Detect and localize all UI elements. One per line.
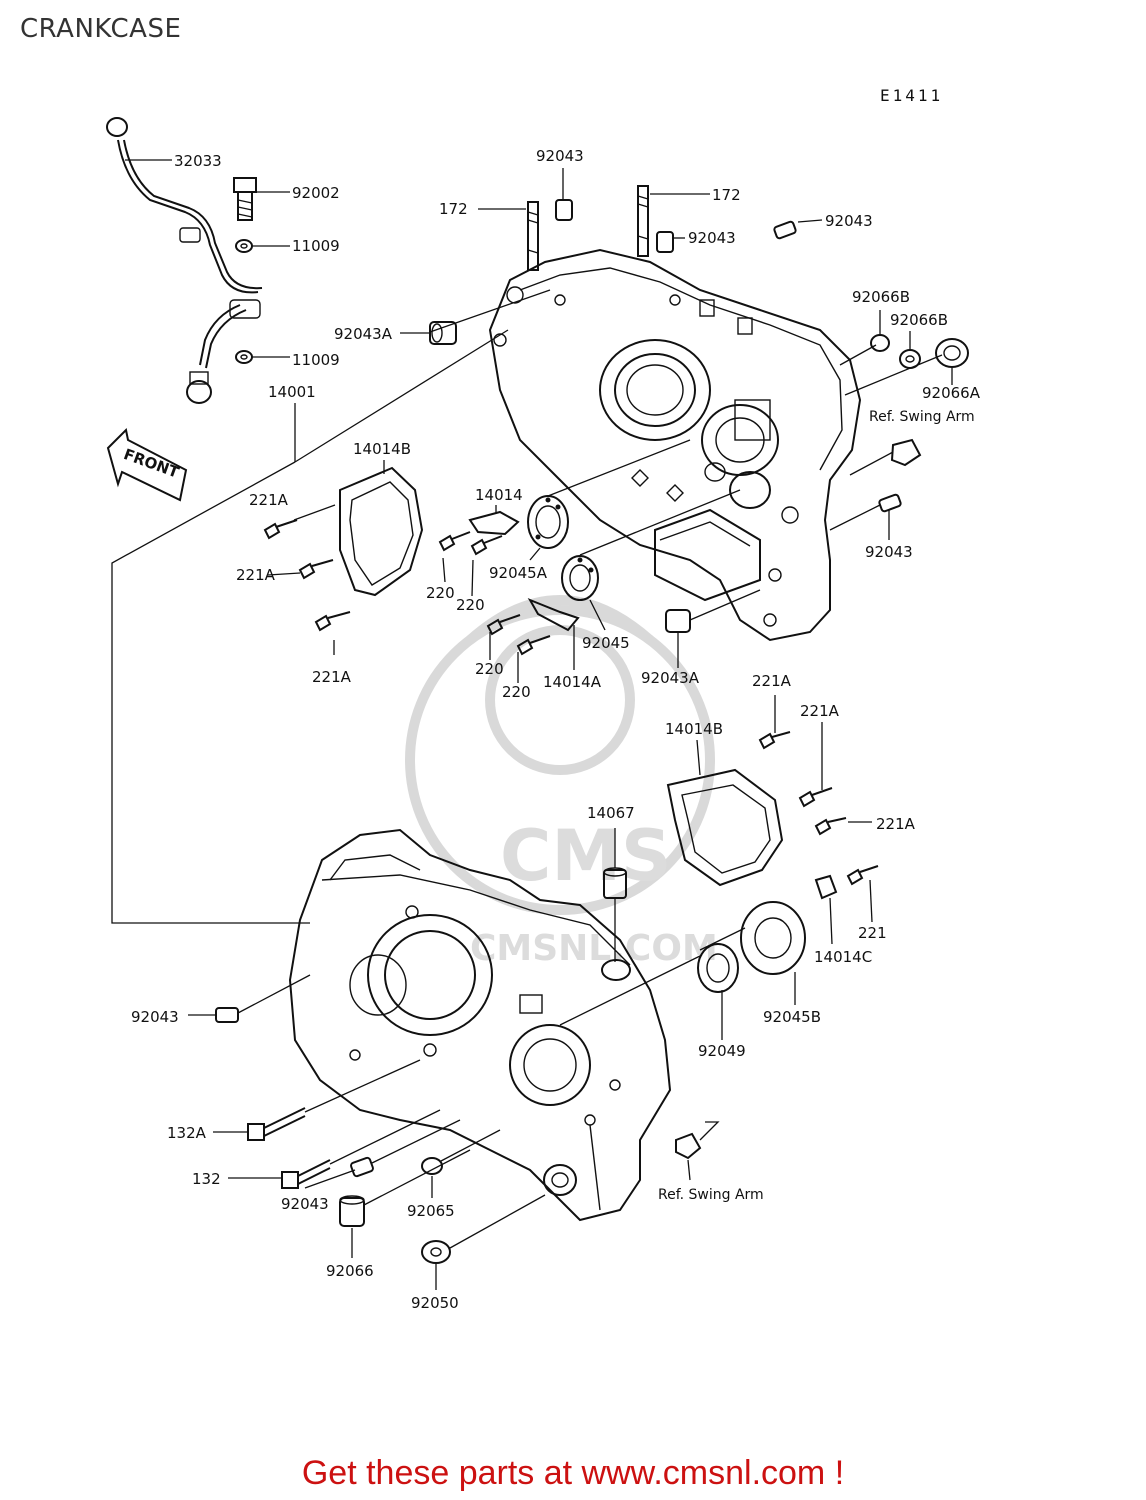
label-14014A: 14014A xyxy=(543,673,602,691)
pivot-cap-bottom xyxy=(675,1132,702,1160)
dowel-92043-mid xyxy=(656,231,674,253)
screws-221A-221-lower xyxy=(758,731,879,886)
front-arrow: FRONT xyxy=(106,427,188,502)
label-92043-low: 92043 xyxy=(131,1008,179,1026)
label-221A-6: 221A xyxy=(876,815,916,833)
label-14001: 14001 xyxy=(268,383,316,401)
label-221: 221 xyxy=(858,924,887,942)
leader-lines xyxy=(111,159,953,1290)
label-92066B-a: 92066B xyxy=(852,288,910,306)
bearing-92045 xyxy=(561,555,599,601)
part-labels: 32033 92002 11009 11009 14001 92043 172 … xyxy=(131,147,981,1312)
label-92066A: 92066A xyxy=(922,384,981,402)
label-92049: 92049 xyxy=(698,1042,746,1060)
washer-92065 xyxy=(421,1157,443,1175)
label-92043A-top: 92043A xyxy=(334,325,393,343)
watermark-subtext: CMSNL.COM xyxy=(470,928,718,969)
bearing-92045A xyxy=(527,495,569,549)
exploded-parts-diagram: CMS CMSNL.COM xyxy=(106,117,981,1312)
label-92043-top: 92043 xyxy=(536,147,584,165)
label-92065: 92065 xyxy=(407,1202,455,1220)
label-221A-3: 221A xyxy=(312,668,352,686)
label-92066B-b: 92066B xyxy=(890,311,948,329)
label-92043-mid: 92043 xyxy=(688,229,736,247)
bolt-132 xyxy=(281,1159,331,1189)
screws-221A-220-upper xyxy=(263,519,551,656)
watermark-text: CMS xyxy=(500,815,671,897)
oil-pipe-32033 xyxy=(106,117,263,404)
diagram-code: E1411 xyxy=(880,86,944,105)
label-221A-2: 221A xyxy=(236,566,276,584)
bearing-92045B xyxy=(740,901,806,975)
label-132: 132 xyxy=(192,1170,221,1188)
spacers-92066B xyxy=(870,334,921,369)
washer-11009-top xyxy=(235,239,253,253)
label-132A: 132A xyxy=(167,1124,207,1142)
dowel-92043-top xyxy=(555,199,573,221)
crankcase-left-half xyxy=(288,828,672,1222)
label-220-4: 220 xyxy=(502,683,531,701)
label-92066: 92066 xyxy=(326,1262,374,1280)
label-ref-swing-arm-top: Ref. Swing Arm xyxy=(869,409,975,425)
collar-92043A-top xyxy=(429,321,457,345)
bolt-132A xyxy=(247,1107,306,1141)
washer-92050 xyxy=(421,1240,451,1264)
dowel-92043-right xyxy=(773,220,797,240)
label-92050: 92050 xyxy=(411,1294,459,1312)
stud-172-right xyxy=(637,185,649,257)
banjo-bolt-92002 xyxy=(233,177,257,221)
seal-92066A xyxy=(935,338,969,368)
label-14014B-bottom: 14014B xyxy=(665,720,723,738)
label-172-right: 172 xyxy=(712,186,741,204)
washer-11009-bottom xyxy=(235,350,253,364)
footer-link-text[interactable]: Get these parts at www.cmsnl.com ! xyxy=(301,1454,845,1492)
label-14067: 14067 xyxy=(587,804,635,822)
label-11009-top: 11009 xyxy=(292,237,340,255)
label-92043-right: 92043 xyxy=(825,212,873,230)
label-14014: 14014 xyxy=(475,486,523,504)
plate-14014A xyxy=(527,598,580,632)
plate-14014 xyxy=(468,510,520,536)
gasket-plate-14014B-bottom xyxy=(666,768,784,887)
label-92043-bottom: 92043 xyxy=(281,1195,329,1213)
label-11009-bottom: 11009 xyxy=(292,351,340,369)
label-92002: 92002 xyxy=(292,184,340,202)
label-221A-4: 221A xyxy=(752,672,792,690)
label-220-1: 220 xyxy=(426,584,455,602)
label-32033: 32033 xyxy=(174,152,222,170)
plate-14014C xyxy=(814,874,838,900)
crankcase-right-half xyxy=(488,248,862,642)
label-14014B-top: 14014B xyxy=(353,440,411,458)
seal-92049 xyxy=(697,943,739,993)
pivot-cap-top xyxy=(890,438,922,467)
label-92043A-bottom: 92043A xyxy=(641,669,700,687)
label-172-left: 172 xyxy=(439,200,468,218)
label-221A-1: 221A xyxy=(249,491,289,509)
label-92043-side: 92043 xyxy=(865,543,913,561)
collar-92043A-bottom xyxy=(665,609,691,633)
watermark-logo: CMS CMSNL.COM xyxy=(405,595,718,969)
label-14014C: 14014C xyxy=(814,948,872,966)
label-ref-swing-arm-bottom: Ref. Swing Arm xyxy=(658,1187,764,1203)
dowel-92043-side xyxy=(878,493,902,513)
label-92045: 92045 xyxy=(582,634,630,652)
label-220-3: 220 xyxy=(475,660,504,678)
washer-near-14067 xyxy=(601,959,631,981)
stud-172-left xyxy=(527,201,539,271)
gasket-plate-14014B-top xyxy=(339,466,424,597)
dowel-92043-low xyxy=(215,1007,239,1023)
page-title: CRANKCASE xyxy=(20,14,182,44)
dowel-92043-bottom xyxy=(350,1156,374,1178)
label-220-2: 220 xyxy=(456,596,485,614)
label-92045A: 92045A xyxy=(489,564,548,582)
label-221A-5: 221A xyxy=(800,702,840,720)
label-92045B: 92045B xyxy=(763,1008,821,1026)
plug-92066 xyxy=(339,1195,365,1227)
